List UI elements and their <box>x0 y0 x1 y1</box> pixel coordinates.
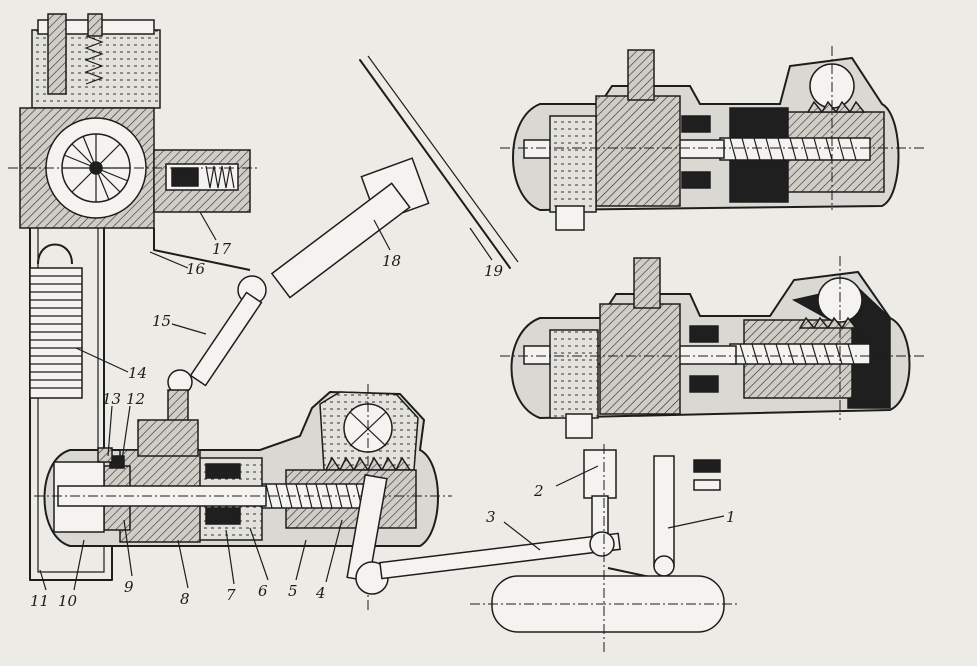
steering-wheel-19 <box>359 59 511 269</box>
lower-bearing-a <box>689 325 719 343</box>
callout-3: 3 <box>486 508 496 526</box>
bearing-7 <box>205 507 241 525</box>
callout-6: 6 <box>258 582 268 600</box>
upper-valve <box>595 95 681 207</box>
steering-linkage <box>346 444 740 652</box>
king-pin-ball <box>653 555 675 577</box>
gear-section-lower <box>500 256 926 439</box>
upper-sector-teeth <box>806 100 866 114</box>
valve-plunger <box>171 167 199 187</box>
callout-5: 5 <box>288 582 298 600</box>
callout-15: 15 <box>152 312 171 330</box>
hydraulic-lines <box>29 228 251 581</box>
filler-neck <box>47 13 67 95</box>
lower-mount <box>565 413 593 439</box>
valve-spring-17 <box>205 165 235 189</box>
valve-spring <box>84 35 104 85</box>
callout-10: 10 <box>58 592 78 610</box>
steering-knuckle-2 <box>583 449 617 499</box>
callout-14: 14 <box>128 364 147 382</box>
return-line-16 <box>153 228 251 271</box>
steering-column <box>167 55 519 435</box>
bearing-upper <box>205 463 241 479</box>
intermediate-shaft-15 <box>189 291 263 387</box>
return-line-11-inner <box>37 228 105 573</box>
steering-wheel-rim-edge <box>367 55 519 263</box>
callout-2: 2 <box>533 482 544 500</box>
lower-input <box>633 257 661 309</box>
centering-spring-13 <box>97 447 113 463</box>
input-worm-housing <box>137 419 199 457</box>
callout-9: 9 <box>124 578 134 596</box>
callout-7: 7 <box>226 586 236 604</box>
upper-bearing-a <box>681 115 711 133</box>
lower-end <box>549 329 599 419</box>
column-tube-18 <box>270 182 411 299</box>
callout-17: 17 <box>212 240 232 258</box>
drag-link-3 <box>379 532 621 580</box>
callout-labels: 1 2 3 4 5 6 7 8 9 10 11 12 13 14 15 16 1… <box>30 240 736 610</box>
callout-18: 18 <box>382 252 401 270</box>
lower-sector-teeth <box>798 316 858 330</box>
upper-mount <box>555 205 585 231</box>
gear-section-upper <box>500 46 924 231</box>
callout-8: 8 <box>180 590 190 608</box>
pump-reservoir <box>8 13 260 229</box>
upper-input <box>627 49 655 101</box>
callout-16: 16 <box>186 260 206 278</box>
legend-fluid-light <box>693 479 721 491</box>
legend-fluid-dark <box>693 459 721 473</box>
cooler-loop <box>37 243 73 265</box>
callout-12: 12 <box>126 390 145 408</box>
spring-guide <box>87 13 103 37</box>
steering-gear-main <box>34 384 452 610</box>
callout-11: 11 <box>30 592 49 610</box>
callout-19: 19 <box>484 262 504 280</box>
upper-bearing-b <box>681 171 711 189</box>
sector-teeth <box>324 456 412 472</box>
knuckle-ball <box>589 531 615 557</box>
callout-1: 1 <box>726 508 736 526</box>
callout-13: 13 <box>102 390 121 408</box>
king-pin-1 <box>653 455 675 567</box>
upper-end <box>549 115 597 213</box>
callout-4: 4 <box>315 584 326 602</box>
oil-cooler-fins <box>29 267 83 399</box>
leader-lines <box>39 211 725 591</box>
lower-bearing-b <box>689 375 719 393</box>
return-line-11 <box>29 228 113 581</box>
lower-valve <box>599 303 681 415</box>
